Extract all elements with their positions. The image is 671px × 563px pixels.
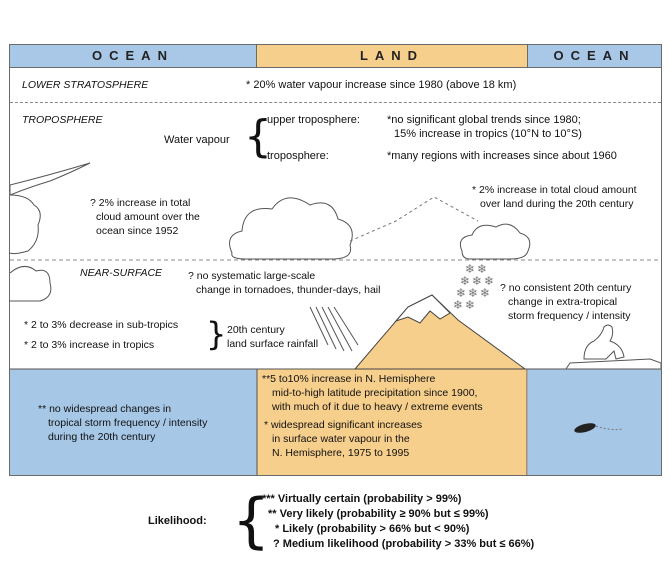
legend-item-likely: * Likely (probability > 66% but < 90%) bbox=[275, 523, 470, 535]
layer-near-surface: NEAR-SURFACE bbox=[80, 267, 163, 279]
svg-text:❄: ❄ bbox=[472, 274, 482, 288]
svg-text:❄: ❄ bbox=[480, 286, 490, 300]
rainfall-subtropics: * 2 to 3% decrease in sub-tropics bbox=[24, 319, 179, 331]
tornado-line1: ? no systematic large-scale bbox=[188, 270, 316, 282]
land-precip-line2: mid-to-high latitude precipitation since… bbox=[272, 387, 478, 399]
ice-floe bbox=[565, 358, 661, 370]
land-surface bbox=[257, 369, 527, 475]
legend-item-very-likely: ** Very likely (probability ≥ 90% but ≤ … bbox=[268, 508, 489, 520]
legend-item-virtually-certain: *** Virtually certain (probability > 99%… bbox=[262, 493, 462, 505]
svg-text:❄: ❄ bbox=[468, 286, 478, 300]
tornado-line2: change in tornadoes, thunder-days, hail bbox=[196, 284, 381, 296]
divider-stratosphere bbox=[10, 102, 661, 103]
legend-title: Likelihood: bbox=[148, 515, 207, 527]
svg-text:❄: ❄ bbox=[484, 274, 494, 288]
legend-item-medium-likelihood: ? Medium likelihood (probability > 33% b… bbox=[273, 538, 535, 550]
anvil-cloud bbox=[10, 162, 91, 196]
header-land: LAND bbox=[257, 45, 528, 68]
rainfall-label2: land surface rainfall bbox=[227, 338, 319, 350]
mountain-snowcap bbox=[394, 294, 451, 324]
water-vapour-brace: { bbox=[244, 111, 272, 162]
diagram-frame: OCEAN LAND OCEAN LOWER STRATOSPHERE * 20… bbox=[9, 44, 662, 476]
header-ocean-left: OCEAN bbox=[10, 45, 257, 68]
land-vapour-line1: * widespread significant increases bbox=[264, 419, 423, 431]
water-vapour-label: Water vapour bbox=[164, 134, 230, 146]
rain-streaks bbox=[309, 306, 359, 352]
rainfall-label1: 20th century bbox=[227, 324, 285, 336]
layer-lower-stratosphere: LOWER STRATOSPHERE bbox=[22, 79, 149, 91]
upper-troposphere-line2: 15% increase in tropics (10°N to 10°S) bbox=[394, 128, 582, 140]
storm-extratropical-line2: change in extra-tropical bbox=[508, 296, 618, 308]
tropical-storm-line1: ** no widespread changes in bbox=[38, 403, 172, 415]
cloud-near-surface-left bbox=[10, 266, 52, 302]
cloud-ocean-line3: ocean since 1952 bbox=[96, 225, 179, 237]
cloud-land-right bbox=[459, 223, 531, 260]
svg-text:❄: ❄ bbox=[456, 286, 466, 300]
cloud-land-line1: * 2% increase in total cloud amount bbox=[472, 184, 637, 196]
svg-text:❄: ❄ bbox=[465, 262, 475, 276]
snowflakes: ❄❄ ❄❄❄ ❄❄❄ ❄❄ bbox=[453, 262, 494, 312]
cloud-land-center bbox=[229, 197, 353, 260]
svg-text:❄: ❄ bbox=[477, 262, 487, 276]
header-ocean-right: OCEAN bbox=[528, 45, 661, 68]
penguin bbox=[574, 423, 596, 433]
cloud-land-line2: over land during the 20th century bbox=[480, 198, 634, 210]
tropical-storm-line2: tropical storm frequency / intensity bbox=[48, 417, 208, 429]
troposphere-label: troposphere: bbox=[267, 150, 329, 162]
stratosphere-note: * 20% water vapour increase since 1980 (… bbox=[246, 79, 517, 91]
svg-text:❄: ❄ bbox=[453, 298, 463, 312]
layer-troposphere: TROPOSPHERE bbox=[22, 114, 103, 126]
upper-troposphere-line1: *no significant global trends since 1980… bbox=[387, 114, 581, 126]
land-vapour-line3: N. Hemisphere, 1975 to 1995 bbox=[272, 447, 410, 459]
tropical-storm-line3: during the 20th century bbox=[48, 431, 156, 443]
polar-bear bbox=[583, 324, 625, 360]
legend-brace: { bbox=[232, 486, 271, 556]
land-vapour-line2: in surface water vapour in the bbox=[272, 433, 410, 445]
land-precip-line3: with much of it due to heavy / extreme e… bbox=[272, 401, 483, 413]
cloud-ocean-line2: cloud amount over the bbox=[96, 211, 200, 223]
upper-troposphere-label: upper troposphere: bbox=[267, 114, 360, 126]
diagram-artwork: ❄❄ ❄❄❄ ❄❄❄ ❄❄ bbox=[10, 162, 661, 475]
ocean-surface-left bbox=[10, 369, 257, 475]
ocean-surface-right bbox=[528, 369, 661, 475]
storm-extratropical-line1: ? no consistent 20th century bbox=[500, 282, 632, 294]
svg-text:❄: ❄ bbox=[460, 274, 470, 288]
storm-extratropical-line3: storm frequency / intensity bbox=[508, 310, 631, 322]
cloud-ocean-line1: ? 2% increase in total bbox=[90, 197, 191, 209]
land-precip-line1: **5 to10% increase in N. Hemisphere bbox=[262, 373, 436, 385]
svg-text:❄: ❄ bbox=[465, 298, 475, 312]
rainfall-tropics: * 2 to 3% increase in tropics bbox=[24, 339, 155, 351]
troposphere-text: *many regions with increases since about… bbox=[387, 150, 617, 162]
rainfall-brace: } bbox=[206, 315, 227, 353]
